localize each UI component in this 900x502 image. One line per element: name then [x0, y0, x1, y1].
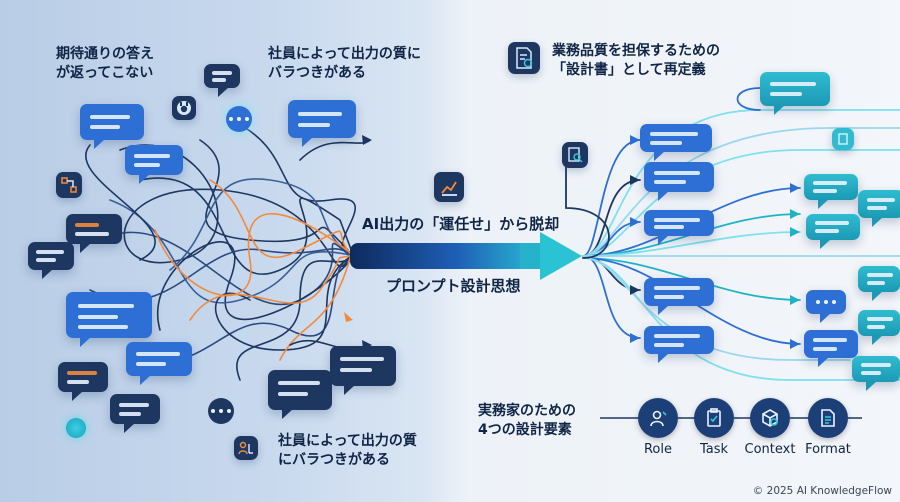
diagram-icon — [56, 172, 82, 198]
right-arrow-tips — [630, 135, 800, 349]
chat-bubble — [126, 342, 192, 385]
chat-bubble — [804, 174, 858, 209]
right-heading: 業務品質を担保するための 「設計書」として再定義 — [552, 43, 720, 78]
chat-bubble — [852, 356, 900, 391]
issue-note-variance-top: 社員によって出力の質に バラつきがある — [268, 46, 421, 81]
typing-dots-icon — [226, 106, 252, 132]
chat-bubble — [858, 190, 900, 227]
center-subtitle: プロンプト設計思想 — [386, 277, 521, 295]
chat-bubble — [330, 346, 396, 395]
element-label-role: Role — [643, 442, 672, 457]
issue-note-variance-bottom: 社員によって出力の質 にバラつきがある — [278, 433, 417, 468]
central-arrow — [350, 232, 582, 280]
chat-bubble — [644, 210, 714, 245]
chat-bubble — [80, 104, 144, 149]
chat-bubble — [268, 370, 332, 419]
document-check-icon — [508, 42, 540, 74]
chat-bubble — [66, 292, 152, 347]
chat-bubble — [858, 310, 900, 345]
chat-bubble — [858, 266, 900, 301]
elements-heading: 実務家のための 4つの設計要素 — [478, 403, 576, 438]
chat-bubble — [58, 362, 108, 401]
typing-bubble — [806, 290, 846, 323]
element-label-format: Format — [805, 442, 851, 457]
team-icon — [234, 436, 258, 460]
chat-bubble — [66, 214, 122, 253]
person-icon — [638, 398, 678, 438]
chat-bubble — [804, 330, 858, 367]
clipboard-icon — [694, 398, 734, 438]
chat-bubble — [644, 162, 714, 201]
chat-bubble — [110, 394, 160, 433]
chat-bubble — [125, 145, 183, 184]
center-title: AI出力の「運任せ」から脱却 — [362, 215, 560, 233]
chat-bubble — [644, 278, 714, 315]
issue-note-expectation: 期待通りの答え が返ってこない — [56, 46, 154, 81]
chat-bubble — [204, 64, 240, 97]
chat-bubble — [28, 242, 74, 279]
document-icon — [808, 398, 848, 438]
glow-dot — [66, 418, 86, 438]
chat-bubble — [288, 100, 356, 147]
copyright-credit: © 2025 AI KnowledgeFlow — [752, 485, 892, 497]
github-icon — [172, 96, 196, 120]
element-label-task: Task — [699, 442, 729, 457]
chat-bubble — [806, 214, 860, 249]
chat-bubble — [760, 72, 830, 115]
typing-dots-icon — [208, 398, 234, 424]
chat-bubble — [640, 124, 712, 161]
cube-icon — [750, 398, 790, 438]
tangled-lines — [85, 119, 371, 381]
growth-chart-icon — [434, 172, 464, 202]
element-label-context: Context — [744, 442, 796, 457]
search-document-icon — [562, 142, 588, 168]
chat-bubble — [644, 326, 714, 363]
small-document-icon — [832, 128, 854, 150]
